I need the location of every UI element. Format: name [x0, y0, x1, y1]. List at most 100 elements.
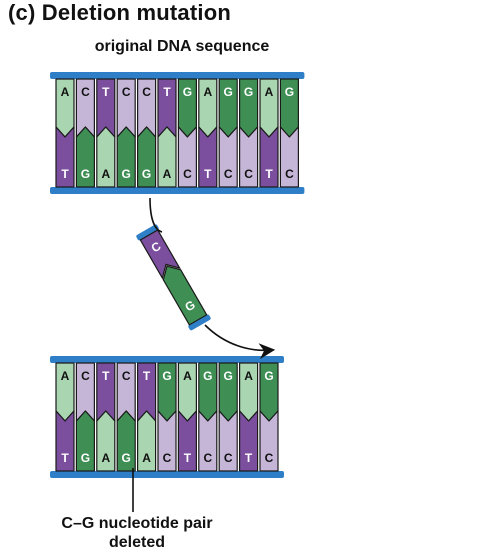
original-top-base-1: A: [55, 78, 75, 138]
deletion-arrow: [149, 197, 272, 350]
original-top-base-9: G: [218, 78, 238, 138]
original-bottom-base-7-shape: [177, 126, 197, 188]
original-bottom-base-3: A: [96, 126, 116, 188]
mutant-top-backbone: [50, 356, 284, 363]
original-bottom-base-8-letter: T: [204, 167, 212, 181]
deleted-nucleotide-pair: CG: [136, 224, 211, 331]
mutant-top-base-8: G: [198, 362, 218, 422]
mutant-bottom-backbone: [50, 471, 284, 478]
mutant-top-base-7: A: [177, 362, 197, 422]
mutant-top-base-6: G: [157, 362, 177, 422]
original-bottom-base-12-shape: [279, 126, 299, 188]
original-bottom-base-11-shape: [259, 126, 279, 188]
mutant-top-base-7-letter: A: [183, 369, 192, 383]
mutant-top-base-11-letter: G: [264, 369, 273, 383]
original-bottom-base-10-shape: [239, 126, 259, 188]
mutant-top-base-9-letter: G: [224, 369, 233, 383]
mutant-bottom-base-10: T: [239, 410, 259, 472]
original-bottom-base-1-letter: T: [61, 167, 69, 181]
mutant-bottom-base-5-shape: [137, 410, 157, 472]
mutant-bottom-base-9-shape: [218, 410, 238, 472]
mutant-top-base-10: A: [239, 362, 259, 422]
mutant-bottom-base-9: C: [218, 410, 238, 472]
original-bottom-base-3-shape: [96, 126, 116, 188]
deletion-caption: C–G nucleotide pair deleted: [32, 514, 242, 552]
original-bottom-base-6: A: [157, 126, 177, 188]
original-top-base-2-letter: C: [81, 85, 90, 99]
original-sequence-label: original DNA sequence: [94, 38, 270, 55]
original-bottom-base-12-letter: C: [285, 167, 294, 181]
mutant-bottom-base-4: G: [116, 410, 136, 472]
original-bottom-base-11: T: [259, 126, 279, 188]
mutant-bottom-base-2: G: [75, 410, 95, 472]
mutant-bottom-base-11-shape: [259, 410, 279, 472]
original-top-base-3-letter: T: [102, 85, 110, 99]
original-bottom-base-5: G: [137, 126, 157, 188]
original-bottom-base-7: C: [177, 126, 197, 188]
mutant-bottom-base-9-letter: C: [224, 451, 233, 465]
original-bottom-backbone: [50, 187, 305, 194]
mutant-bottom-base-1-shape: [55, 410, 75, 472]
mutant-bottom-base-11-letter: C: [265, 451, 274, 465]
original-bottom-base-12: C: [279, 126, 299, 188]
mutant-top-base-1-letter: A: [61, 369, 70, 383]
original-bottom-base-9-shape: [218, 126, 238, 188]
mutant-bottom-base-8: C: [198, 410, 218, 472]
mutant-top-base-10-letter: A: [244, 369, 253, 383]
original-top-base-11-letter: A: [265, 85, 274, 99]
mutant-top-base-5-letter: T: [143, 369, 151, 383]
mutant-top-base-11: G: [259, 362, 279, 422]
original-bottom-base-4: G: [116, 126, 136, 188]
original-bottom-base-7-letter: C: [183, 167, 192, 181]
mutant-bottom-base-11: C: [259, 410, 279, 472]
mutant-top-base-9: G: [218, 362, 238, 422]
original-bottom-base-3-letter: A: [101, 167, 110, 181]
deleted-pair-bottom-backbone: [188, 314, 211, 331]
original-top-base-6-letter: T: [163, 85, 171, 99]
original-bottom-base-1-shape: [55, 126, 75, 188]
caption-line-1: C–G nucleotide pair: [61, 515, 213, 532]
mutant-bottom-base-6: C: [157, 410, 177, 472]
original-bottom-base-2-shape: [75, 126, 95, 188]
original-top-base-9-letter: G: [224, 85, 233, 99]
mutant-bottom-base-1-letter: T: [61, 451, 69, 465]
mutant-bottom-base-3-letter: A: [101, 451, 110, 465]
mutant-bottom-base-3-shape: [96, 410, 116, 472]
original-bottom-base-6-shape: [157, 126, 177, 188]
deleted-c-shape: [139, 229, 181, 280]
mutant-bottom-base-5-letter: A: [142, 451, 151, 465]
mutant-top-base-3-letter: T: [102, 369, 110, 383]
original-top-base-4-letter: C: [122, 85, 131, 99]
original-top-base-12: G: [279, 78, 299, 138]
original-bottom-base-6-letter: A: [163, 167, 172, 181]
mutant-bottom-base-6-letter: C: [163, 451, 172, 465]
original-top-base-11: A: [259, 78, 279, 138]
original-bottom-base-9-letter: C: [224, 167, 233, 181]
original-top-base-8-letter: A: [203, 85, 212, 99]
mutant-bottom-base-7: T: [177, 410, 197, 472]
mutant-bottom-base-4-letter: G: [122, 451, 131, 465]
original-top-base-5-letter: C: [142, 85, 151, 99]
caption-line-2: deleted: [108, 534, 165, 551]
mutant-bottom-base-7-letter: T: [184, 451, 192, 465]
mutant-bottom-base-3: A: [96, 410, 116, 472]
original-bottom-base-10: C: [239, 126, 259, 188]
original-top-base-1-letter: A: [61, 85, 70, 99]
original-top-base-10-letter: G: [244, 85, 253, 99]
mutant-bottom-base-10-letter: T: [245, 451, 253, 465]
figure-title: (c) Deletion mutation: [8, 0, 231, 25]
original-top-base-12-letter: G: [285, 85, 294, 99]
original-bottom-base-8-shape: [198, 126, 218, 188]
mutant-top-base-8-letter: G: [203, 369, 212, 383]
mutant-bottom-base-10-shape: [239, 410, 259, 472]
mutant-bottom-base-8-shape: [198, 410, 218, 472]
original-bottom-base-1: T: [55, 126, 75, 188]
mutant-top-base-6-letter: G: [162, 369, 171, 383]
original-bottom-base-5-shape: [137, 126, 157, 188]
mutant-bottom-base-8-letter: C: [203, 451, 212, 465]
mutant-top-base-1: A: [55, 362, 75, 422]
original-bottom-base-11-letter: T: [265, 167, 273, 181]
original-top-base-7-letter: G: [183, 85, 192, 99]
